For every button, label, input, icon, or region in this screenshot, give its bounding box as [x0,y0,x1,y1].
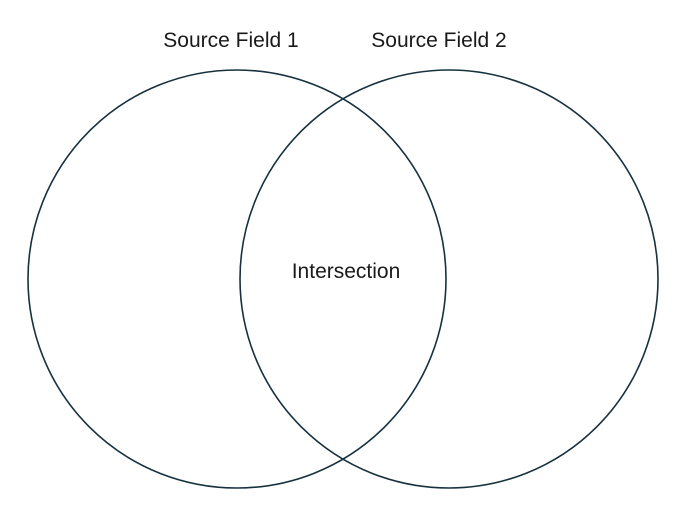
right-set-circle [239,69,659,489]
intersection-label: Intersection [292,260,401,283]
left-set-circle [27,69,447,489]
right-set-label: Source Field 2 [371,29,506,52]
left-set-label: Source Field 1 [163,29,298,52]
